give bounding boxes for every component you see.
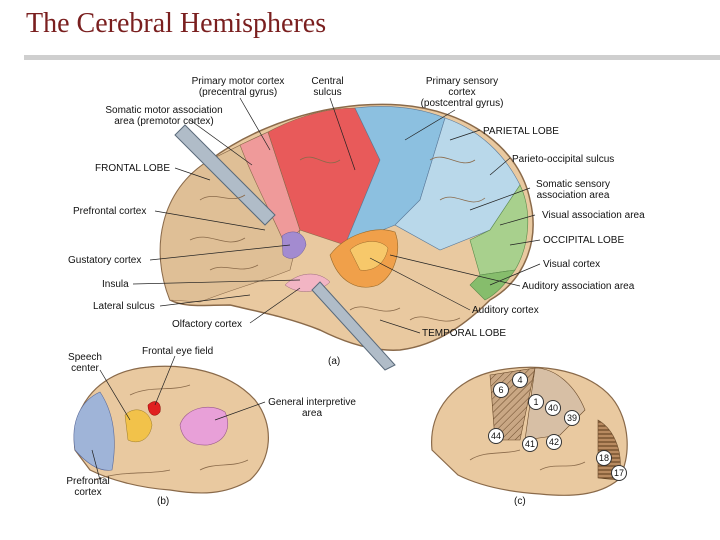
label-primary-motor-sub: (precentral gyrus) (198, 87, 278, 98)
label-parieto-occipital: Parieto-occipital sulcus (512, 154, 615, 165)
brain-c (431, 366, 628, 496)
panel-label-b: (b) (157, 496, 170, 507)
label-general-interp-text: General interpretive (268, 397, 356, 408)
label-speech-sub: center (71, 363, 99, 374)
label-insula: Insula (102, 279, 129, 290)
label-visual-cortex: Visual cortex (543, 259, 601, 270)
label-general-interp-sub: area (301, 408, 322, 419)
panel-label-a: (a) (328, 356, 341, 367)
brain-b (73, 365, 269, 494)
label-somatic-motor-sub: area (premotor cortex) (114, 116, 214, 127)
label-auditory-assoc: Auditory association area (522, 281, 635, 292)
title-divider (24, 55, 720, 60)
label-primary-sensory-text: Primary sensory (425, 76, 499, 87)
label-somatic-sensory-sub: association area (536, 190, 610, 201)
panel-label-c: (c) (514, 496, 526, 507)
label-occipital-lobe: OCCIPITAL LOBE (543, 235, 625, 246)
label-primary-motor-text: Primary motor cortex (191, 76, 285, 87)
label-somatic-sensory: Somatic sensory association area (528, 179, 618, 201)
label-somatic-motor-text: Somatic motor association (105, 105, 223, 116)
label-olfactory: Olfactory cortex (172, 319, 243, 330)
area-number-6: 6 (493, 382, 509, 398)
label-auditory-cortex: Auditory cortex (472, 305, 539, 316)
area-number-4: 4 (512, 372, 528, 388)
area-number-17: 17 (611, 465, 627, 481)
label-temporal-lobe: TEMPORAL LOBE (422, 328, 507, 339)
label-primary-sensory: Primary sensory cortex (postcentral gyru… (412, 76, 512, 109)
area-number-41: 41 (522, 436, 538, 452)
area-number-42: 42 (546, 434, 562, 450)
label-speech-text: Speech (68, 352, 102, 363)
area-number-40: 40 (545, 400, 561, 416)
label-prefrontal-b: Prefrontal cortex (62, 476, 114, 498)
brain-a (159, 103, 534, 371)
label-central-text: Central (311, 76, 344, 87)
label-central-sub: sulcus (313, 87, 342, 98)
label-somatic-motor: Somatic motor association area (premotor… (98, 105, 230, 127)
label-speech-center: Speech center (62, 352, 108, 374)
leader-lines-a (132, 97, 541, 334)
area-number-1: 1 (528, 394, 544, 410)
area-number-39: 39 (564, 410, 580, 426)
label-frontal-eye-field: Frontal eye field (142, 346, 214, 357)
label-somatic-sensory-text: Somatic sensory (536, 179, 610, 190)
label-parietal-lobe: PARIETAL LOBE (483, 126, 559, 137)
leader-lines-b (91, 355, 266, 481)
label-frontal-lobe: FRONTAL LOBE (95, 163, 171, 174)
page-title: The Cerebral Hemispheres (26, 8, 327, 39)
label-primary-sensory-sub: cortex (448, 87, 476, 98)
label-visual-assoc: Visual association area (542, 210, 645, 221)
area-number-18: 18 (596, 450, 612, 466)
label-lateral-sulcus: Lateral sulcus (93, 301, 155, 312)
area-number-44: 44 (488, 428, 504, 444)
label-prefrontal-b-text: Prefrontal (66, 476, 110, 487)
label-gustatory: Gustatory cortex (68, 255, 142, 266)
label-primary-motor: Primary motor cortex (precentral gyrus) (178, 76, 298, 98)
label-prefrontal: Prefrontal cortex (73, 206, 147, 217)
label-central-sulcus: Central sulcus (300, 76, 355, 98)
label-primary-sensory-sub2: (postcentral gyrus) (420, 98, 504, 109)
label-prefrontal-b-sub: cortex (74, 487, 102, 498)
label-general-interpretive: General interpretive area (262, 397, 362, 419)
